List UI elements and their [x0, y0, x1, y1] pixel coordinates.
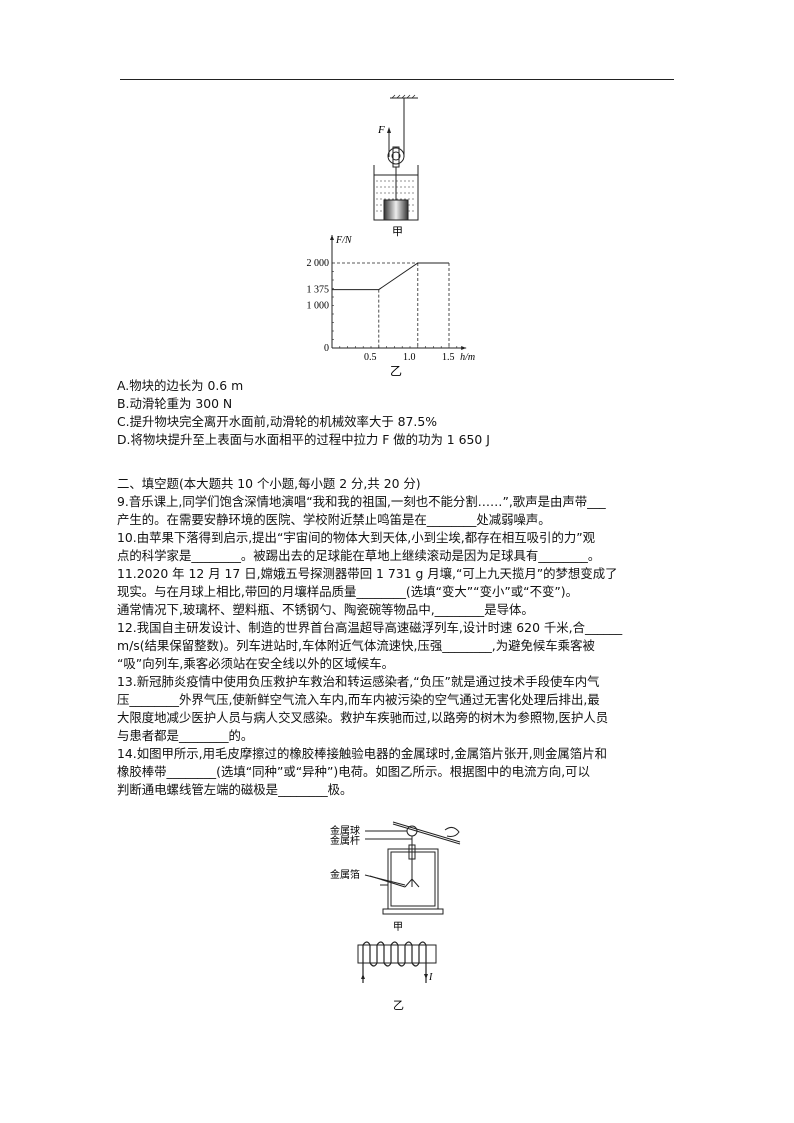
x-tick-label: 1.0 — [403, 352, 416, 363]
header-rule — [120, 79, 674, 80]
question-line: 13.新冠肺炎疫情中使用负压救护车救治和转运感染者,“负压”就是通过技术手段使车… — [117, 674, 600, 689]
question-line: 通常情况下,玻璃杯、塑料瓶、不锈钢勺、陶瓷碗等物品中,________是导体。 — [117, 602, 534, 617]
question-line: 9.音乐课上,同学们饱含深情地演唱“我和我的祖国,一刻也不能分割……”,歌声是由… — [117, 494, 606, 509]
current-label: I — [428, 972, 433, 983]
force-label: F — [377, 124, 385, 136]
y-axis-arrow — [330, 235, 334, 240]
question-line: 11.2020 年 12 月 17 日,嫦娥五号探测器带回 1 731 g 月壤… — [117, 566, 618, 581]
data-line — [332, 262, 449, 291]
question-line: 压________外界气压,使新鲜空气流入车内,而车内被污染的空气通过无害化处理… — [117, 692, 600, 707]
y-tick-label: 2 000 — [307, 258, 330, 269]
y-tick-label: 1 375 — [307, 285, 330, 296]
question-line: m/s(结果保留整数)。列车进站时,车体附近气体流速快,压强________,为… — [117, 638, 595, 653]
y-tick-label: 0 — [324, 343, 329, 354]
caption-yi: 乙 — [390, 364, 402, 378]
label-metal-foil: 金属箔 — [330, 868, 360, 881]
x-axis-label: h/m — [460, 352, 475, 363]
question-line: 10.由苹果下落得到启示,提出“宇宙间的物体大到天体,小到尘埃,都存在相互吸引的… — [117, 530, 596, 545]
option-c: C.提升物块完全离开水面前,动滑轮的机械效率大于 87.5% — [117, 414, 438, 429]
caption-jia: 甲 — [392, 226, 403, 238]
caption-jia-2: 甲 — [393, 922, 403, 933]
question-line: 与患者都是________的。 — [117, 728, 254, 743]
label-metal-rod: 金属杆 — [330, 834, 360, 847]
question-line: 点的科学家是________。被踢出去的足球能在草地上继续滚动是因为足球具有__… — [117, 548, 601, 563]
question-line: 判断通电螺线管左端的磁极是________极。 — [117, 782, 353, 797]
caption-yi-2: 乙 — [393, 999, 404, 1012]
question-line: 12.我国自主研发设计、制造的世界首台高温超导高速磁浮列车,设计时速 620 千… — [117, 620, 623, 635]
x-tick-label: 0.5 — [364, 352, 377, 363]
fill-in-questions: 9.音乐课上,同学们饱含深情地演唱“我和我的祖国,一刻也不能分割……”,歌声是由… — [117, 493, 679, 799]
option-a: A.物块的边长为 0.6 m — [117, 378, 244, 393]
x-axis-arrow — [461, 346, 467, 350]
x-tick-label: 1.5 — [442, 352, 455, 363]
option-d: D.将物块提升至上表面与水面相平的过程中拉力 F 做的功为 1 650 J — [117, 432, 490, 447]
answer-options: A.物块的边长为 0.6 m B.动滑轮重为 300 N C.提升物块完全离开水… — [117, 377, 679, 449]
pulley-figure: F 甲 0.5 1.0 1.5 0 1 000 1 375 2 000 F/N h/m 乙 — [307, 94, 475, 378]
y-axis-label: F/N — [335, 235, 353, 246]
section-title: 二、填空题(本大题共 10 个小题,每小题 2 分,共 20 分) — [117, 476, 421, 491]
question-line: 大限度地减少医护人员与病人交叉感染。救护车疾驰而过,以路旁的树木为参照物,医护人… — [117, 710, 609, 725]
label-metal-ball: 金属球 — [330, 824, 360, 837]
electroscope-figure: 金属球 金属杆 金属箔 甲 I 乙 — [330, 821, 461, 1012]
question-line: 现实。与在月球上相比,带回的月壤样品质量________(选填“变大”“变小”或… — [117, 584, 579, 599]
question-line: “吸”向列车,乘客必须站在安全线以外的区域候车。 — [117, 656, 394, 671]
question-line: 14.如图甲所示,用毛皮摩擦过的橡胶棒接触验电器的金属球时,金属箔片张开,则金属… — [117, 746, 607, 761]
question-line: 橡胶棒带________(选填“同种”或“异种”)电荷。如图乙所示。根据图中的电… — [117, 764, 590, 779]
option-b: B.动滑轮重为 300 N — [117, 396, 233, 411]
force-height-chart: 0.5 1.0 1.5 0 1 000 1 375 2 000 F/N h/m — [307, 235, 475, 363]
block — [383, 199, 409, 221]
y-tick-label: 1 000 — [307, 301, 330, 312]
question-line: 产生的。在需要安静环境的医院、学校附近禁止鸣笛是在________处减弱噪声。 — [117, 512, 551, 527]
